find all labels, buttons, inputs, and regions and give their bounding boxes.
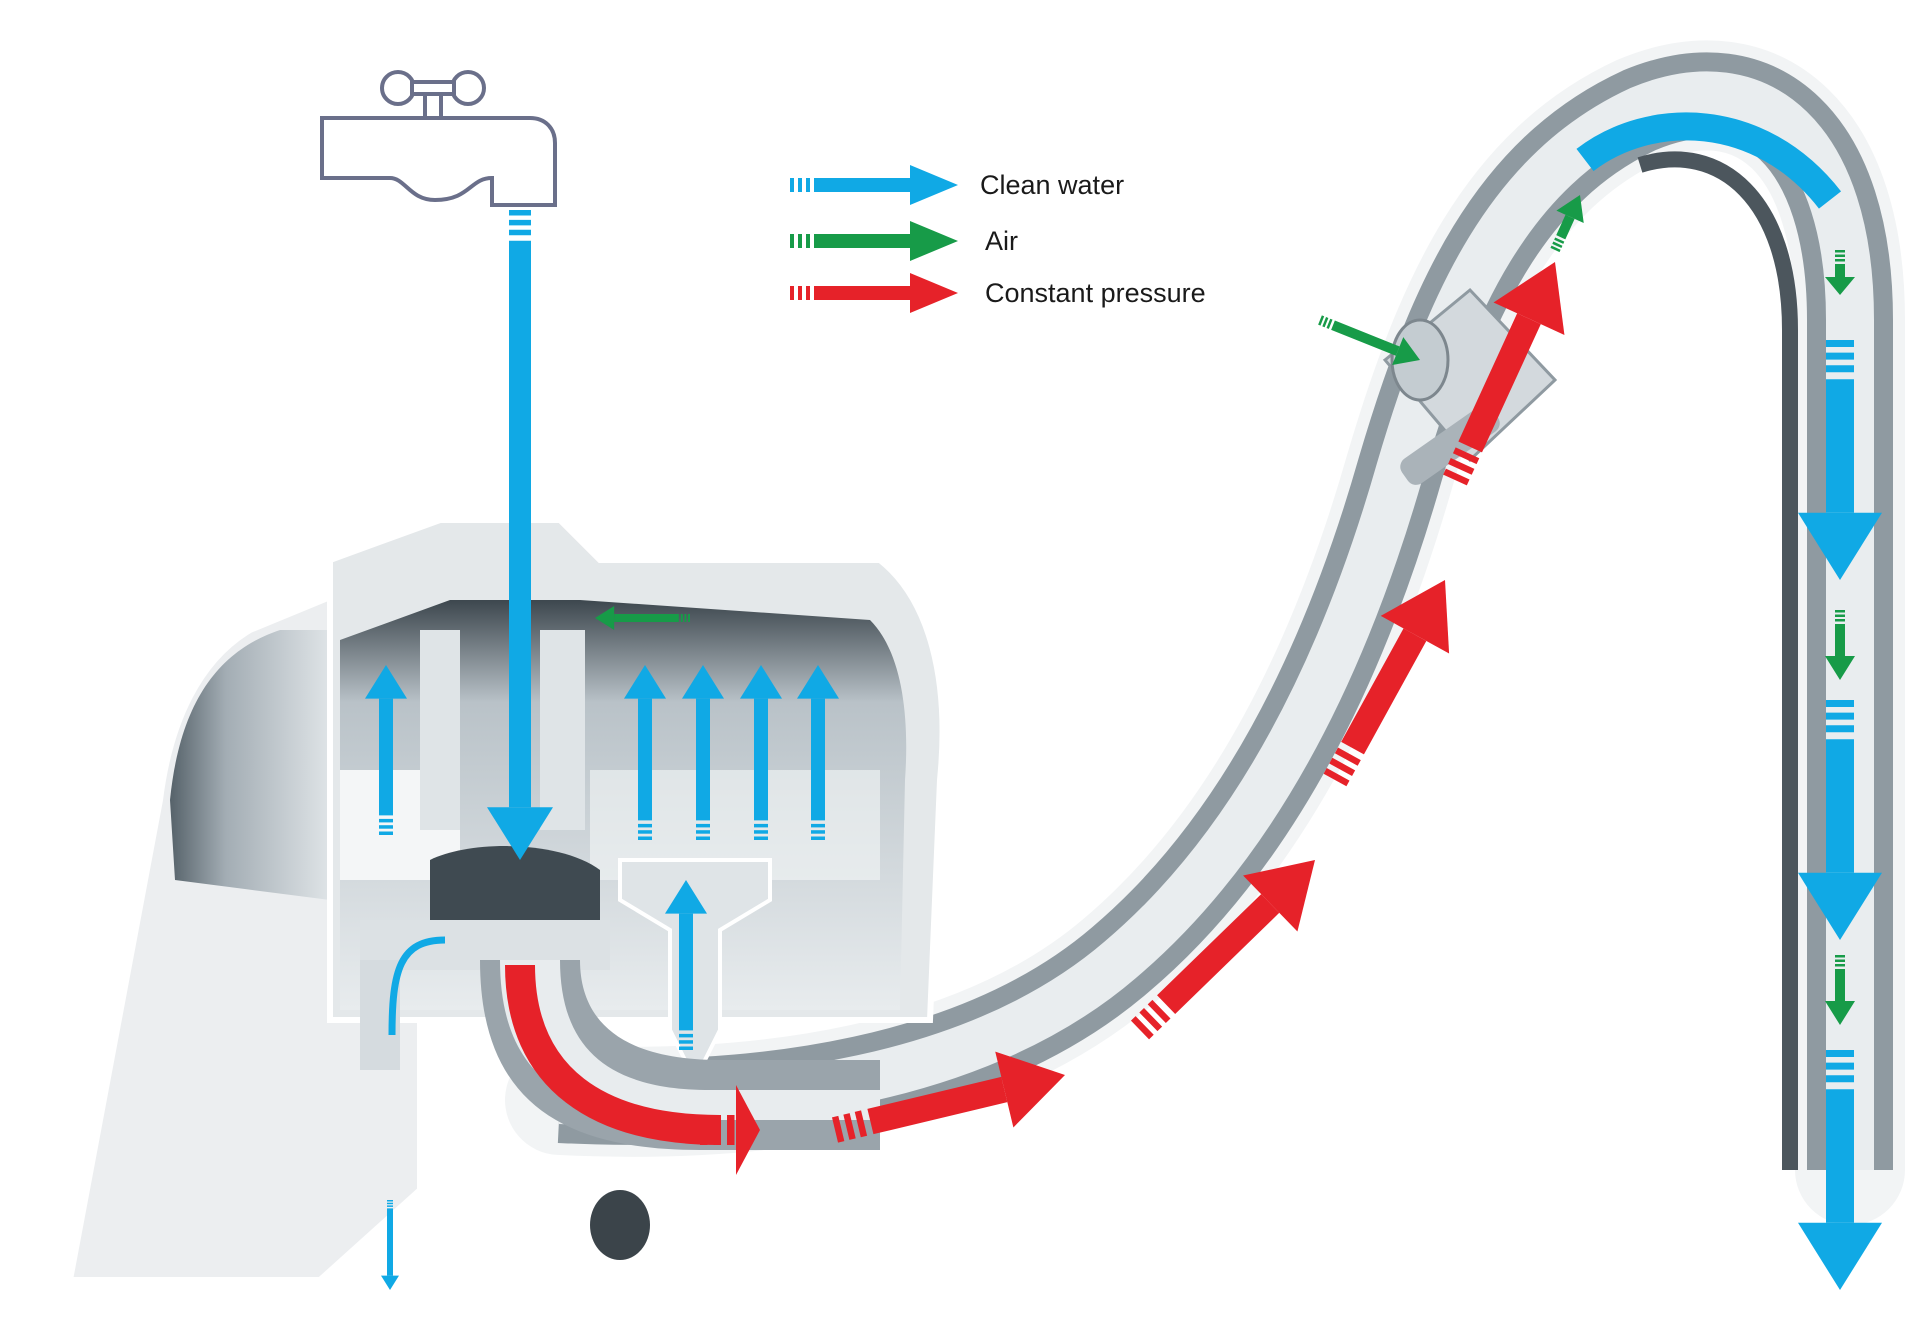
pressure-arrow [831,1051,1065,1143]
legend-label: Constant pressure [985,278,1206,308]
hose-inner-edge [1637,151,1798,1170]
air-arrow [1825,250,1855,295]
water-arrow [1798,340,1882,580]
tap-icon [320,70,557,207]
water-arrow [797,665,839,840]
legend-item-constant-pressure: Constant pressure [780,268,1260,318]
air-arrow [1318,315,1420,366]
water-arrow [665,880,707,1050]
water-arrow [1576,112,1842,209]
air-arrow [595,606,690,630]
water-arrow [1798,1050,1882,1290]
hose-highlight [558,71,1874,1170]
pressure-arrow [1130,860,1315,1040]
air-arrow-icon [790,221,958,261]
pressure-arrow [505,964,721,1145]
water-arrow-icon [790,165,958,205]
legend-label: Air [985,226,1018,256]
water-arrow [1798,700,1882,940]
pressure-arrow [1323,580,1450,787]
pressure-arrow [1443,262,1565,486]
pressure-arrow [700,1085,760,1175]
flow-arrows [365,112,1882,1290]
device-body [66,517,946,1283]
water-arrow [624,665,666,840]
legend-item-clean-water: Clean water [780,160,1260,210]
pressure-arrow-icon [790,273,958,313]
legend: Clean water Air Constant pressure [780,160,1260,330]
legend-item-air: Air [780,216,1260,266]
water-arrow [365,665,407,835]
air-arrow [1825,955,1855,1025]
water-arrow [487,210,553,860]
water-arrow [682,665,724,840]
water-arrow [381,1200,399,1290]
air-arrow [1825,610,1855,680]
air-arrow [1550,195,1584,253]
water-arrow [740,665,782,840]
water-arrow [388,936,446,1036]
legend-label: Clean water [980,170,1125,200]
